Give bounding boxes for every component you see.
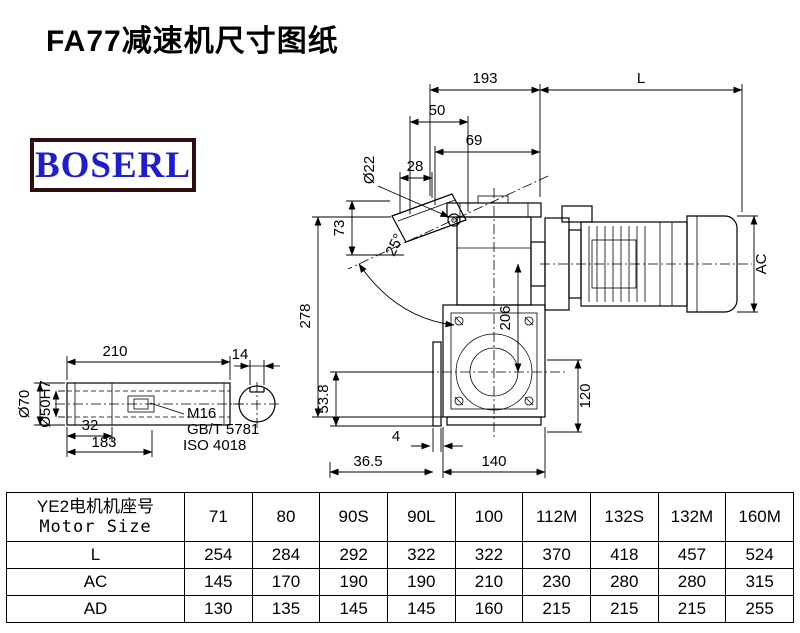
input-flange-view xyxy=(391,193,467,243)
dim-label-193: 193 xyxy=(472,70,497,87)
table-cell: 254 xyxy=(184,541,253,569)
table-cell: 130 xyxy=(184,595,253,623)
table-cell: 215 xyxy=(522,595,591,623)
logo-text: BOSERL xyxy=(34,144,192,186)
row-label-AD: AD xyxy=(6,595,185,623)
dim-label-AC: AC xyxy=(753,253,770,274)
table-cell: 418 xyxy=(589,541,659,569)
table-cell: 230 xyxy=(522,568,591,596)
standard-label-gb: GB/T 5781 xyxy=(187,421,259,438)
table-cell: 370 xyxy=(522,541,591,569)
table-cell: 135 xyxy=(251,595,321,623)
table-cell: 255 xyxy=(725,595,794,623)
table-cell: 280 xyxy=(657,568,727,596)
dim-label-32: 32 xyxy=(82,417,99,434)
dim-label-206: 206 xyxy=(497,305,514,330)
table-cell: 457 xyxy=(657,541,727,569)
col-header-132m: 132M xyxy=(657,492,727,542)
gear-reducer-dimension-drawing: 193 L 50 69 28 Ø22 73 25° 278 xyxy=(16,70,770,478)
table-cell: 215 xyxy=(657,595,727,623)
table-header-label: YE2电机机座号 Motor Size xyxy=(6,492,185,542)
dimensions-main-view: 193 L 50 69 28 Ø22 73 25° 278 xyxy=(297,70,770,478)
motor-size-table: YE2电机机座号 Motor Size 71 80 90S 90L 100 11… xyxy=(6,492,794,623)
dim-label-278: 278 xyxy=(297,303,314,328)
table-header-row: YE2电机机座号 Motor Size 71 80 90S 90L 100 11… xyxy=(6,492,794,542)
table-cell: 210 xyxy=(454,568,524,596)
boserl-logo: BOSERL xyxy=(30,138,196,192)
table-cell: 145 xyxy=(319,595,388,623)
dim-label-L: L xyxy=(637,70,645,87)
col-header-80: 80 xyxy=(251,492,321,542)
table-header-en: Motor Size xyxy=(39,517,152,537)
table-cell: 284 xyxy=(251,541,321,569)
table-cell: 145 xyxy=(184,568,253,596)
dim-label-dia22: Ø22 xyxy=(361,156,378,184)
table-cell: 190 xyxy=(386,568,456,596)
table-cell: 524 xyxy=(725,541,794,569)
table-row-AC: AC 145 170 190 190 210 230 280 280 315 xyxy=(6,568,794,596)
dim-label-183: 183 xyxy=(91,434,116,451)
dim-label-36-5: 36.5 xyxy=(353,453,382,470)
standard-label-iso: ISO 4018 xyxy=(183,437,246,454)
dim-label-28: 28 xyxy=(407,158,424,175)
hollow-shaft-side-view: M16 GB/T 5781 ISO 4018 210 Ø70 Ø50H7 32 … xyxy=(16,343,259,457)
dim-label-120: 120 xyxy=(577,383,594,408)
table-row-AD: AD 130 135 145 145 160 215 215 215 255 xyxy=(6,595,794,623)
table-cell: 160 xyxy=(454,595,524,623)
page-title: FA77减速机尺寸图纸 xyxy=(46,25,339,58)
row-label-AC: AC xyxy=(6,568,185,596)
table-cell: 315 xyxy=(725,568,794,596)
table-cell: 145 xyxy=(386,595,456,623)
col-header-90l: 90L xyxy=(386,492,456,542)
dim-label-4: 4 xyxy=(392,428,400,445)
dim-label-53-8: 53.8 xyxy=(315,384,332,413)
motor-view xyxy=(530,205,738,313)
dim-label-dia50h7: Ø50H7 xyxy=(37,380,54,428)
dim-label-73: 73 xyxy=(331,220,348,237)
dim-label-140: 140 xyxy=(481,453,506,470)
dim-label-50: 50 xyxy=(429,102,446,119)
table-row-L: L 254 284 292 322 322 370 418 457 524 xyxy=(6,541,794,569)
col-header-100: 100 xyxy=(454,492,524,542)
shaft-cross-section-view: 14 xyxy=(232,346,281,430)
table-cell: 322 xyxy=(386,541,456,569)
dim-label-14: 14 xyxy=(232,346,249,363)
table-cell: 322 xyxy=(454,541,524,569)
table-cell: 215 xyxy=(589,595,659,623)
centerlines xyxy=(347,175,752,438)
col-header-132s: 132S xyxy=(589,492,659,542)
dim-label-dia70: Ø70 xyxy=(16,390,33,418)
table-cell: 292 xyxy=(319,541,388,569)
table-cell: 190 xyxy=(319,568,388,596)
dim-label-210: 210 xyxy=(102,343,127,360)
col-header-112m: 112M xyxy=(522,492,591,542)
col-header-160m: 160M xyxy=(725,492,794,542)
row-label-L: L xyxy=(6,541,185,569)
thread-label-m16: M16 xyxy=(187,405,216,422)
table-cell: 170 xyxy=(251,568,321,596)
table-header-cn: YE2电机机座号 xyxy=(36,497,155,516)
col-header-90s: 90S xyxy=(319,492,388,542)
table-cell: 280 xyxy=(589,568,659,596)
col-header-71: 71 xyxy=(184,492,253,542)
dim-label-69: 69 xyxy=(466,132,483,149)
gearbox-front-view xyxy=(432,195,546,427)
